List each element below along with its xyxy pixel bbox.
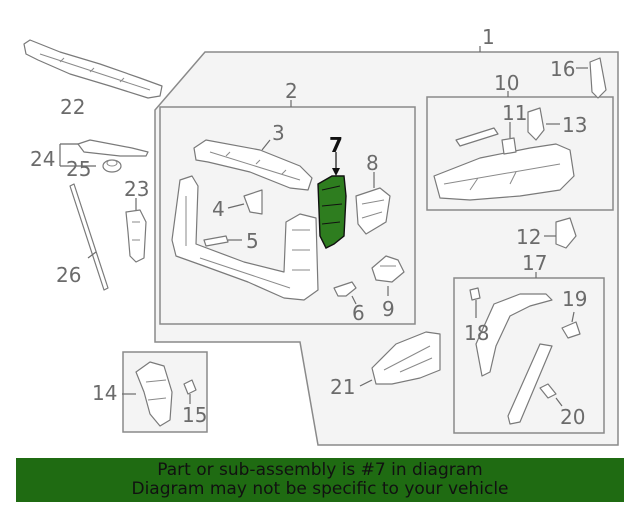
parts-diagram: 1 2 3 4 5 6 7 8 9 10 11 12 13 14 15 16 1… xyxy=(23,25,619,446)
part-3-upper-bar[interactable] xyxy=(193,139,313,191)
part-23-bracket[interactable] xyxy=(125,209,147,263)
info-banner: Part or sub-assembly is #7 in diagram Di… xyxy=(16,458,624,502)
callout-24: 24 xyxy=(30,147,55,171)
part-21-bracket[interactable] xyxy=(371,331,441,385)
callout-8: 8 xyxy=(366,151,379,175)
callout-1: 1 xyxy=(482,25,495,49)
callout-6: 6 xyxy=(352,301,365,325)
part-19-bracket[interactable] xyxy=(561,321,581,339)
part-6-clip[interactable] xyxy=(333,281,357,297)
callout-15: 15 xyxy=(182,403,207,427)
callout-12: 12 xyxy=(516,225,541,249)
radiator-support-frame xyxy=(171,175,319,301)
callout-16: 16 xyxy=(550,57,575,81)
banner-line-2: Diagram may not be specific to your vehi… xyxy=(131,479,509,499)
part-22-tie-bar[interactable] xyxy=(23,39,163,99)
part-14-bracket[interactable] xyxy=(135,361,173,427)
callout-3: 3 xyxy=(272,121,285,145)
part-12-bracket[interactable] xyxy=(555,217,577,249)
callout-25: 25 xyxy=(66,157,91,181)
part-24-bracket[interactable] xyxy=(77,139,149,157)
part-7-highlighted[interactable] xyxy=(317,175,347,249)
callout-9: 9 xyxy=(382,297,395,321)
part-4-bracket[interactable] xyxy=(243,189,263,215)
banner-line-1: Part or sub-assembly is #7 in diagram xyxy=(157,460,483,480)
callout-23: 23 xyxy=(124,177,149,201)
part-16-bracket[interactable] xyxy=(589,57,607,99)
part-18-clip[interactable] xyxy=(469,287,481,301)
callout-20: 20 xyxy=(560,405,585,429)
part-20-bracket[interactable] xyxy=(539,383,557,399)
part-9-bracket[interactable] xyxy=(371,255,405,283)
part-5-bracket[interactable] xyxy=(203,235,229,247)
callout-19: 19 xyxy=(562,287,587,311)
callout-13: 13 xyxy=(562,113,587,137)
callout-5: 5 xyxy=(246,229,259,253)
part-10-apron[interactable] xyxy=(433,127,575,201)
callout-18: 18 xyxy=(464,321,489,345)
callout-2: 2 xyxy=(285,79,298,103)
callout-22: 22 xyxy=(60,95,85,119)
callout-17: 17 xyxy=(522,251,547,275)
part-17-rail[interactable] xyxy=(475,293,553,425)
part-11-bracket[interactable] xyxy=(501,137,517,155)
part-26-rod[interactable] xyxy=(69,183,109,291)
callout-7: 7 xyxy=(329,133,343,157)
callout-10: 10 xyxy=(494,71,519,95)
part-8-duct[interactable] xyxy=(355,187,391,235)
callout-11: 11 xyxy=(502,101,527,125)
callout-14: 14 xyxy=(92,381,117,405)
callout-21: 21 xyxy=(330,375,355,399)
part-15-clip[interactable] xyxy=(183,379,197,395)
part-25-grommet[interactable] xyxy=(102,159,122,173)
callout-4: 4 xyxy=(212,197,225,221)
callout-26: 26 xyxy=(56,263,81,287)
part-13-bracket[interactable] xyxy=(527,107,545,141)
